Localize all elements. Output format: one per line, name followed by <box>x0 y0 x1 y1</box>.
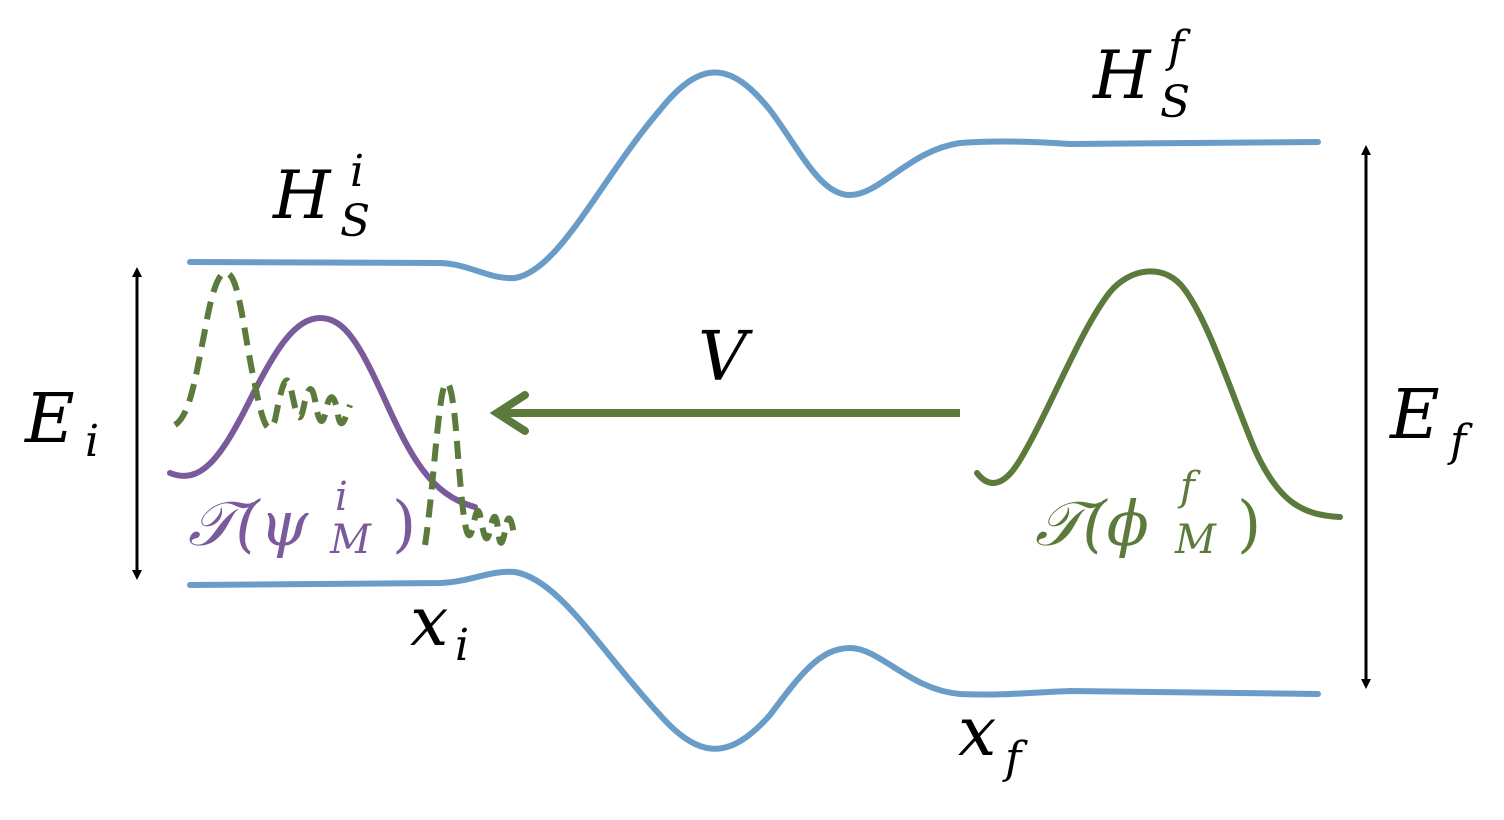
upper-boundary-curve <box>187 69 1321 282</box>
label-t-psi: 𝒯(ψ <box>188 487 310 560</box>
label-t-psi-sup: i <box>335 474 348 520</box>
label-x-initial-sub: i <box>455 620 469 671</box>
label-t-psi-close: ) <box>392 487 416 560</box>
label-x-initial: x <box>410 583 448 662</box>
label-e-initial-sub: i <box>85 416 99 467</box>
label-hs-final-sub: S <box>1160 77 1190 128</box>
label-v: V <box>698 318 753 397</box>
dashed-wave-right <box>422 380 517 546</box>
label-t-phi-close: ) <box>1237 487 1261 560</box>
psi-transmitted-curve <box>167 314 478 510</box>
label-hs-final: H <box>1092 37 1152 114</box>
label-x-final-sub: f <box>1002 733 1028 784</box>
label-t-psi-sub: M <box>329 517 372 563</box>
label-hs-final-sup: f <box>1165 22 1191 73</box>
dashed-wave-left <box>173 269 353 431</box>
label-e-final: E <box>1388 376 1440 455</box>
label-t-phi: 𝒯(ϕ <box>1035 487 1149 560</box>
v-arrow-head <box>489 391 529 435</box>
label-t-phi-sub: M <box>1174 517 1217 563</box>
label-x-final: x <box>958 693 996 772</box>
lower-boundary-curve <box>187 568 1321 752</box>
label-hs-initial: H <box>272 157 332 234</box>
label-t-phi-sup: f <box>1177 464 1201 510</box>
label-e-final-sub: f <box>1447 416 1473 467</box>
label-hs-initial-sub: S <box>340 196 370 247</box>
label-hs-initial-sup: i <box>350 146 364 197</box>
phi-wave-packet <box>974 268 1343 520</box>
label-e-initial: E <box>23 380 75 459</box>
